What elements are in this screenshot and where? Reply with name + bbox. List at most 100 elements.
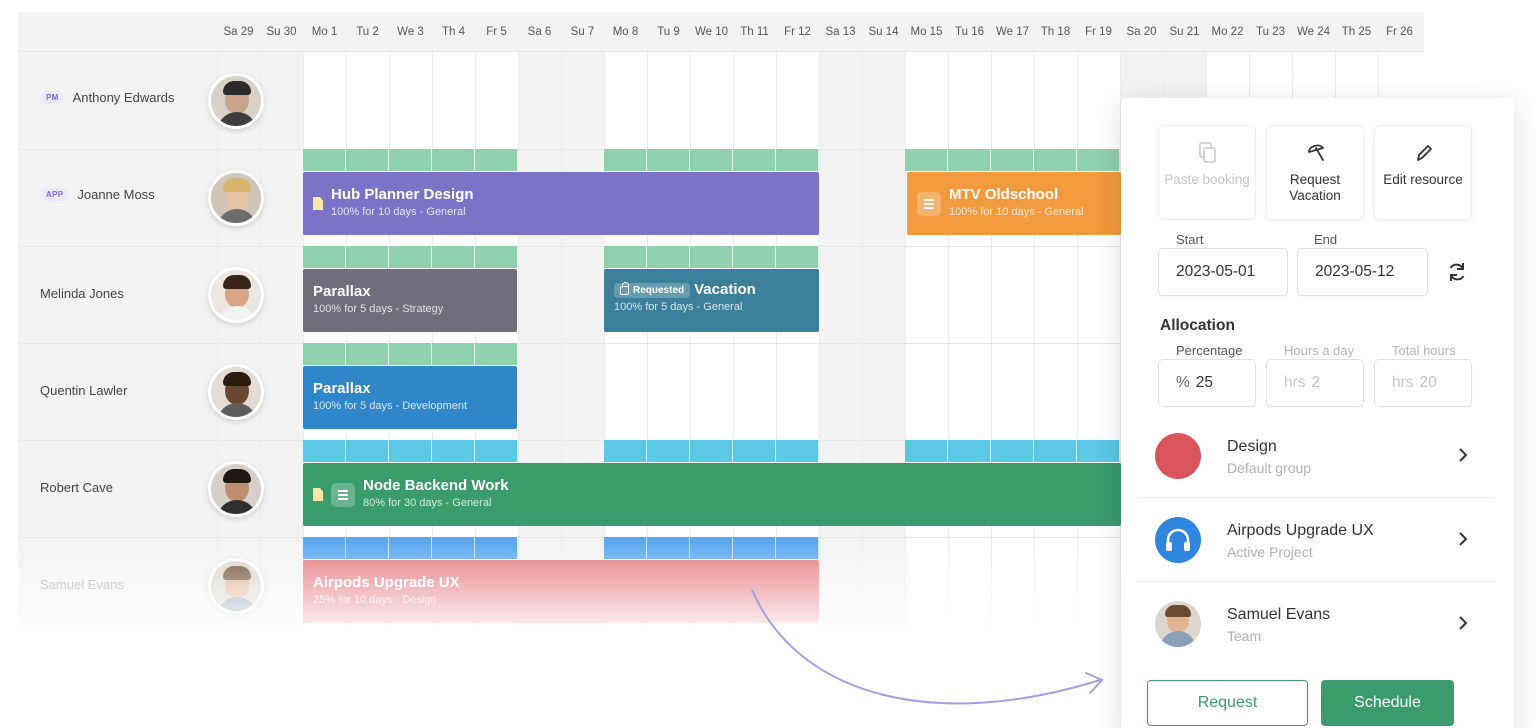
hours-value: 2 (1311, 374, 1321, 391)
avatar-joanne-moss[interactable] (208, 170, 264, 226)
lock-icon (620, 281, 629, 295)
resource-label: Robert Cave (40, 480, 113, 495)
capacity-strip (604, 149, 819, 171)
capacity-cell (475, 343, 518, 365)
resource-name-anthony-edwards[interactable]: PM Anthony Edwards (40, 90, 175, 105)
day-column[interactable] (776, 52, 819, 632)
capacity-cell (303, 246, 346, 268)
booking-parallax-strategy[interactable]: Parallax 100% for 5 days - Strategy (303, 269, 517, 332)
day-column[interactable] (905, 52, 948, 632)
request-vacation-button[interactable]: Request Vacation (1266, 125, 1364, 220)
list-item-airpods-upgrade-ux[interactable]: Airpods Upgrade UX Active Project (1138, 498, 1494, 582)
weekend-column[interactable] (819, 52, 862, 632)
capacity-cell (475, 149, 518, 171)
booking-title: MTV Oldschool (949, 186, 1059, 203)
resource-name-quentin-lawler[interactable]: Quentin Lawler (40, 383, 127, 398)
resource-name-robert-cave[interactable]: Robert Cave (40, 480, 113, 495)
day-column[interactable] (346, 52, 389, 632)
edit-resource-button[interactable]: Edit resource (1374, 125, 1472, 220)
booking-hub-planner-design[interactable]: Hub Planner Design 100% for 10 days - Ge… (303, 172, 819, 235)
booking-node-backend-work[interactable]: Node Backend Work 80% for 30 days - Gene… (303, 463, 1121, 526)
paste-booking-button[interactable]: Paste booking (1158, 125, 1256, 220)
capacity-cell (346, 149, 389, 171)
booking-subtitle: 25% for 10 days - Design (313, 594, 437, 606)
day-column[interactable] (948, 52, 991, 632)
list-item-design[interactable]: Design Default group (1138, 414, 1494, 498)
day-header: Sa 13 (825, 26, 856, 38)
resource-name-samuel-evans[interactable]: Samuel Evans (40, 577, 124, 592)
capacity-cell (346, 440, 389, 462)
capacity-cell (1034, 149, 1077, 171)
booking-parallax-development[interactable]: Parallax 100% for 5 days - Development (303, 366, 517, 429)
resource-name-melinda-jones[interactable]: Melinda Jones (40, 286, 124, 301)
role-badge: APP (40, 188, 70, 201)
day-header: Mo 22 (1211, 26, 1244, 38)
day-column[interactable] (432, 52, 475, 632)
day-column[interactable] (1034, 52, 1077, 632)
day-column[interactable] (389, 52, 432, 632)
avatar-robert-cave[interactable] (208, 461, 264, 517)
avatar-quentin-lawler[interactable] (208, 364, 264, 420)
weekend-column[interactable] (518, 52, 561, 632)
day-column[interactable] (604, 52, 647, 632)
day-column[interactable] (475, 52, 518, 632)
schedule-button[interactable]: Schedule (1321, 680, 1454, 726)
capacity-cell (776, 440, 819, 462)
capacity-strip (303, 537, 518, 559)
day-header: Sa 20 (1126, 26, 1157, 38)
start-date-field[interactable]: 2023-05-01 (1158, 248, 1288, 296)
capacity-cell (1077, 440, 1120, 462)
day-column[interactable] (690, 52, 733, 632)
booking-subtitle: 100% for 5 days - Strategy (313, 303, 444, 315)
group-color-dot (1155, 433, 1201, 479)
action-label: Edit resource (1383, 172, 1463, 187)
weekend-column[interactable] (862, 52, 905, 632)
booking-mtv-oldschool[interactable]: MTV Oldschool 100% for 10 days - General (907, 172, 1121, 235)
capacity-cell (1034, 440, 1077, 462)
sync-icon[interactable] (1445, 260, 1469, 284)
day-header: Fr 5 (486, 26, 507, 38)
booking-title: Node Backend Work (363, 477, 509, 494)
day-column[interactable] (1077, 52, 1120, 632)
day-header: Su 7 (570, 26, 595, 38)
avatar-samuel-evans[interactable] (208, 558, 264, 614)
capacity-strip (303, 440, 518, 462)
capacity-cell (303, 149, 346, 171)
day-header: Tu 2 (356, 26, 379, 38)
avatar-melinda-jones[interactable] (208, 267, 264, 323)
weekend-column[interactable] (217, 52, 260, 632)
request-button[interactable]: Request (1147, 680, 1308, 726)
day-column[interactable] (303, 52, 346, 632)
day-header: Fr 12 (784, 26, 811, 38)
day-column[interactable] (733, 52, 776, 632)
capacity-cell (432, 537, 475, 559)
day-column[interactable] (647, 52, 690, 632)
day-column[interactable] (991, 52, 1034, 632)
capacity-cell (475, 440, 518, 462)
day-header: Tu 16 (955, 26, 984, 38)
capacity-cell (475, 537, 518, 559)
list-item-subtitle: Team (1227, 628, 1262, 644)
capacity-cell (905, 440, 948, 462)
row-divider (18, 343, 1424, 344)
list-item-subtitle: Default group (1227, 460, 1312, 476)
capacity-strip (604, 537, 819, 559)
resource-label: Joanne Moss (77, 187, 155, 202)
weekend-column[interactable] (260, 52, 303, 632)
resource-label: Anthony Edwards (72, 90, 175, 105)
capacity-cell (647, 149, 690, 171)
resource-name-joanne-moss[interactable]: APP Joanne Moss (40, 187, 155, 202)
capacity-cell (303, 537, 346, 559)
total-value: 20 (1419, 374, 1437, 391)
list-item-samuel-evans[interactable]: Samuel Evans Team (1138, 582, 1494, 666)
weekend-column[interactable] (561, 52, 604, 632)
capacity-cell (346, 246, 389, 268)
end-date-field[interactable]: 2023-05-12 (1297, 248, 1428, 296)
booking-subtitle: 100% for 5 days - Development (313, 400, 468, 412)
percentage-field[interactable]: %25 (1158, 359, 1256, 407)
avatar-anthony-edwards[interactable] (208, 73, 264, 129)
